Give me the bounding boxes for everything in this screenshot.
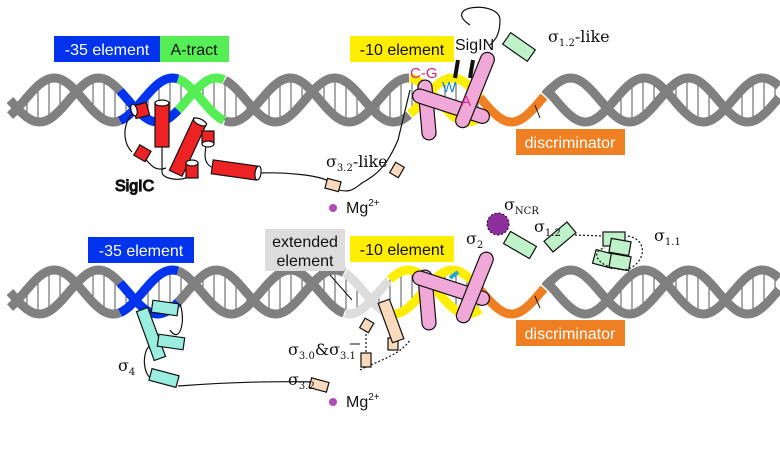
top-minus35-label: -35 element — [65, 42, 150, 59]
discriminator-arrow — [534, 104, 541, 119]
dna-strand-segment — [344, 277, 393, 319]
bottom-panel: -35 element extended element -10 element… — [6, 195, 780, 411]
dna-strand-segment — [223, 73, 409, 127]
top-panel: -35 element A-tract -10 element discrimi… — [6, 6, 780, 217]
bottom-discriminator-label: discriminator — [525, 326, 616, 343]
top-mg-label: Mg2+ — [346, 198, 380, 217]
dna-strand-segment — [6, 265, 122, 319]
bottom-minus35-box: -35 element — [88, 237, 194, 263]
dna-strand-segment — [6, 265, 124, 319]
sigma3-domain — [308, 298, 411, 393]
top-a-tract-box: A-tract — [160, 36, 229, 62]
sigma4-label: σ4 — [118, 356, 135, 378]
dna-strand-segment — [476, 285, 548, 319]
dna-strand-segment — [6, 73, 122, 127]
dna-strand-segment — [541, 73, 780, 127]
dna-strand-segment — [541, 73, 780, 127]
top-discriminator-box: discriminator — [516, 129, 625, 155]
sigma32-label: σ3.2 — [288, 370, 315, 392]
mg-ion-icon — [329, 204, 337, 212]
dna-strand-segment — [476, 93, 548, 127]
dna-strand-segment — [174, 73, 226, 114]
sigma1-domain — [502, 221, 643, 272]
bottom-mg-ion-icon — [329, 398, 337, 406]
bottom-discriminator-box: discriminator — [516, 320, 625, 346]
sigma12-like-label: σ1.2-like — [548, 27, 610, 49]
bottom-extended-label-1: extended — [272, 234, 338, 251]
sigic-label: SigIC — [115, 178, 154, 195]
bottom-minus10-box: -10 element — [350, 236, 454, 262]
dna-strand-segment — [176, 265, 346, 319]
top-minus35-box: -35 element — [54, 36, 160, 62]
dna-strand-segment — [541, 265, 780, 319]
bottom-minus10-label: -10 element — [360, 242, 445, 259]
dna-strand-segment — [118, 73, 180, 125]
bottom-minus35-label: -35 element — [99, 243, 184, 260]
sigma4-domain — [135, 299, 327, 389]
dna-strand-segment — [174, 265, 347, 319]
bottom-mg-label: Mg2+ — [346, 392, 380, 411]
dna-strand-segment — [6, 73, 124, 127]
dna-strand-segment — [541, 265, 780, 319]
sigma2-label: σ2 — [466, 229, 483, 251]
sigma32-like-linker — [324, 89, 411, 193]
sigma-ncr-blob — [486, 212, 510, 236]
top-minus10-label: -10 element — [360, 42, 445, 59]
top-a-tract-label: A-tract — [170, 42, 218, 59]
sigma11-label: σ1.1 — [654, 226, 681, 248]
base-a: A — [461, 93, 471, 110]
sigin-domain — [412, 6, 537, 141]
sigma30-31-label: σ3.0&σ3.1 — [288, 340, 356, 362]
top-discriminator-label: discriminator — [525, 135, 616, 152]
sigma12-label: σ1.2 — [534, 217, 561, 239]
top-dna-helix — [6, 73, 780, 127]
top-minus10-box: -10 element — [350, 36, 454, 62]
sigma-ncr-label: σNCR — [504, 195, 539, 217]
dna-strand-segment — [118, 265, 180, 317]
bottom-extended-box: extended element — [265, 229, 345, 271]
dna-strand-segment — [176, 74, 227, 125]
sigma2-domain — [412, 251, 494, 331]
bottom-discriminator-arrow — [534, 295, 541, 309]
sigic-domain: SigIC — [114, 99, 331, 196]
bottom-extended-label-2: element — [277, 253, 334, 270]
extended-arrow — [329, 274, 353, 301]
sigin-label: SigIN — [455, 37, 494, 54]
base-c-g: C-G — [410, 65, 438, 82]
bottom-dna-helix — [6, 265, 780, 319]
sigma32-like-label: σ3.2-like — [326, 152, 388, 174]
base-w: W — [442, 79, 457, 96]
